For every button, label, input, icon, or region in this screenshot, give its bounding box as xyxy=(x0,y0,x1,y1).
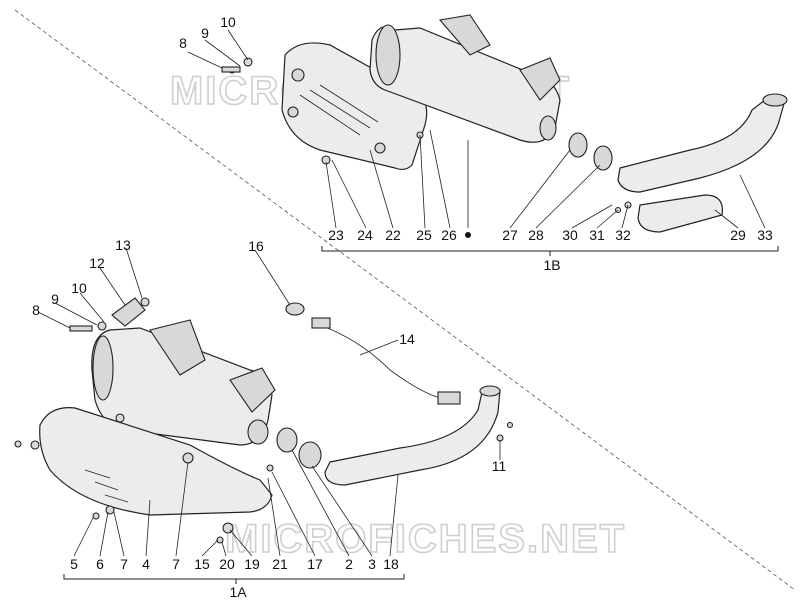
lambda-sensor-cable xyxy=(319,324,441,399)
exhaust-pipe-1b xyxy=(617,99,786,193)
clamp-1b xyxy=(593,145,613,171)
callout-7a: 7 xyxy=(120,556,128,572)
callout-24: 24 xyxy=(357,227,373,243)
callout-11: 11 xyxy=(492,458,507,474)
group-label-1b: 1B xyxy=(543,257,560,273)
callout-29: 29 xyxy=(730,227,746,243)
callout-3: 3 xyxy=(368,556,376,572)
callout-25: 25 xyxy=(416,227,432,243)
callout-14: 14 xyxy=(399,331,415,347)
callout-22: 22 xyxy=(385,227,401,243)
heat-shield-1b xyxy=(281,42,428,171)
callout-4: 4 xyxy=(142,556,150,572)
callout-8-top: 8 xyxy=(179,35,187,51)
callout-31: 31 xyxy=(589,227,605,243)
callout-10-bottom: 10 xyxy=(71,280,87,296)
callout-12: 12 xyxy=(89,255,105,271)
callout-18: 18 xyxy=(383,556,399,572)
callout-15: 15 xyxy=(194,556,210,572)
callout-17: 17 xyxy=(307,556,323,572)
callout-7b: 7 xyxy=(172,556,180,572)
callout-28: 28 xyxy=(528,227,544,243)
callout-16: 16 xyxy=(248,238,264,254)
section-separator xyxy=(14,9,796,591)
bracket-1b xyxy=(637,194,723,233)
exhaust-pipe-1a xyxy=(324,389,501,486)
callout-32: 32 xyxy=(615,227,631,243)
watermark-bottom: MICROFICHES.NET xyxy=(225,517,626,561)
gasket-1b xyxy=(568,132,588,158)
callout-10-top: 10 xyxy=(220,14,236,30)
muffler-assembly-1b xyxy=(187,14,788,233)
bracket-1a xyxy=(111,297,146,327)
dot-marker xyxy=(465,232,471,238)
callout-20: 20 xyxy=(219,556,235,572)
callout-21: 21 xyxy=(272,556,288,572)
heat-shield-1a xyxy=(39,407,273,516)
callout-8-bottom: 8 xyxy=(32,302,40,318)
callout-9-top: 9 xyxy=(201,25,209,41)
callout-19: 19 xyxy=(244,556,260,572)
gasket-1a xyxy=(276,427,298,453)
callout-2: 2 xyxy=(345,556,353,572)
callout-23: 23 xyxy=(328,227,344,243)
callout-5: 5 xyxy=(70,556,78,572)
callout-30: 30 xyxy=(562,227,578,243)
callout-6: 6 xyxy=(96,556,104,572)
callout-26: 26 xyxy=(441,227,457,243)
callout-27: 27 xyxy=(502,227,518,243)
callout-9-bottom: 9 xyxy=(51,291,59,307)
group-bracket-1a xyxy=(63,574,405,584)
group-label-1a: 1A xyxy=(229,584,247,600)
muffler-assembly-1a xyxy=(14,247,514,557)
callout-13: 13 xyxy=(115,237,131,253)
callout-33: 33 xyxy=(757,227,773,243)
clamp-1a xyxy=(298,441,322,469)
group-bracket-1b xyxy=(321,246,779,256)
